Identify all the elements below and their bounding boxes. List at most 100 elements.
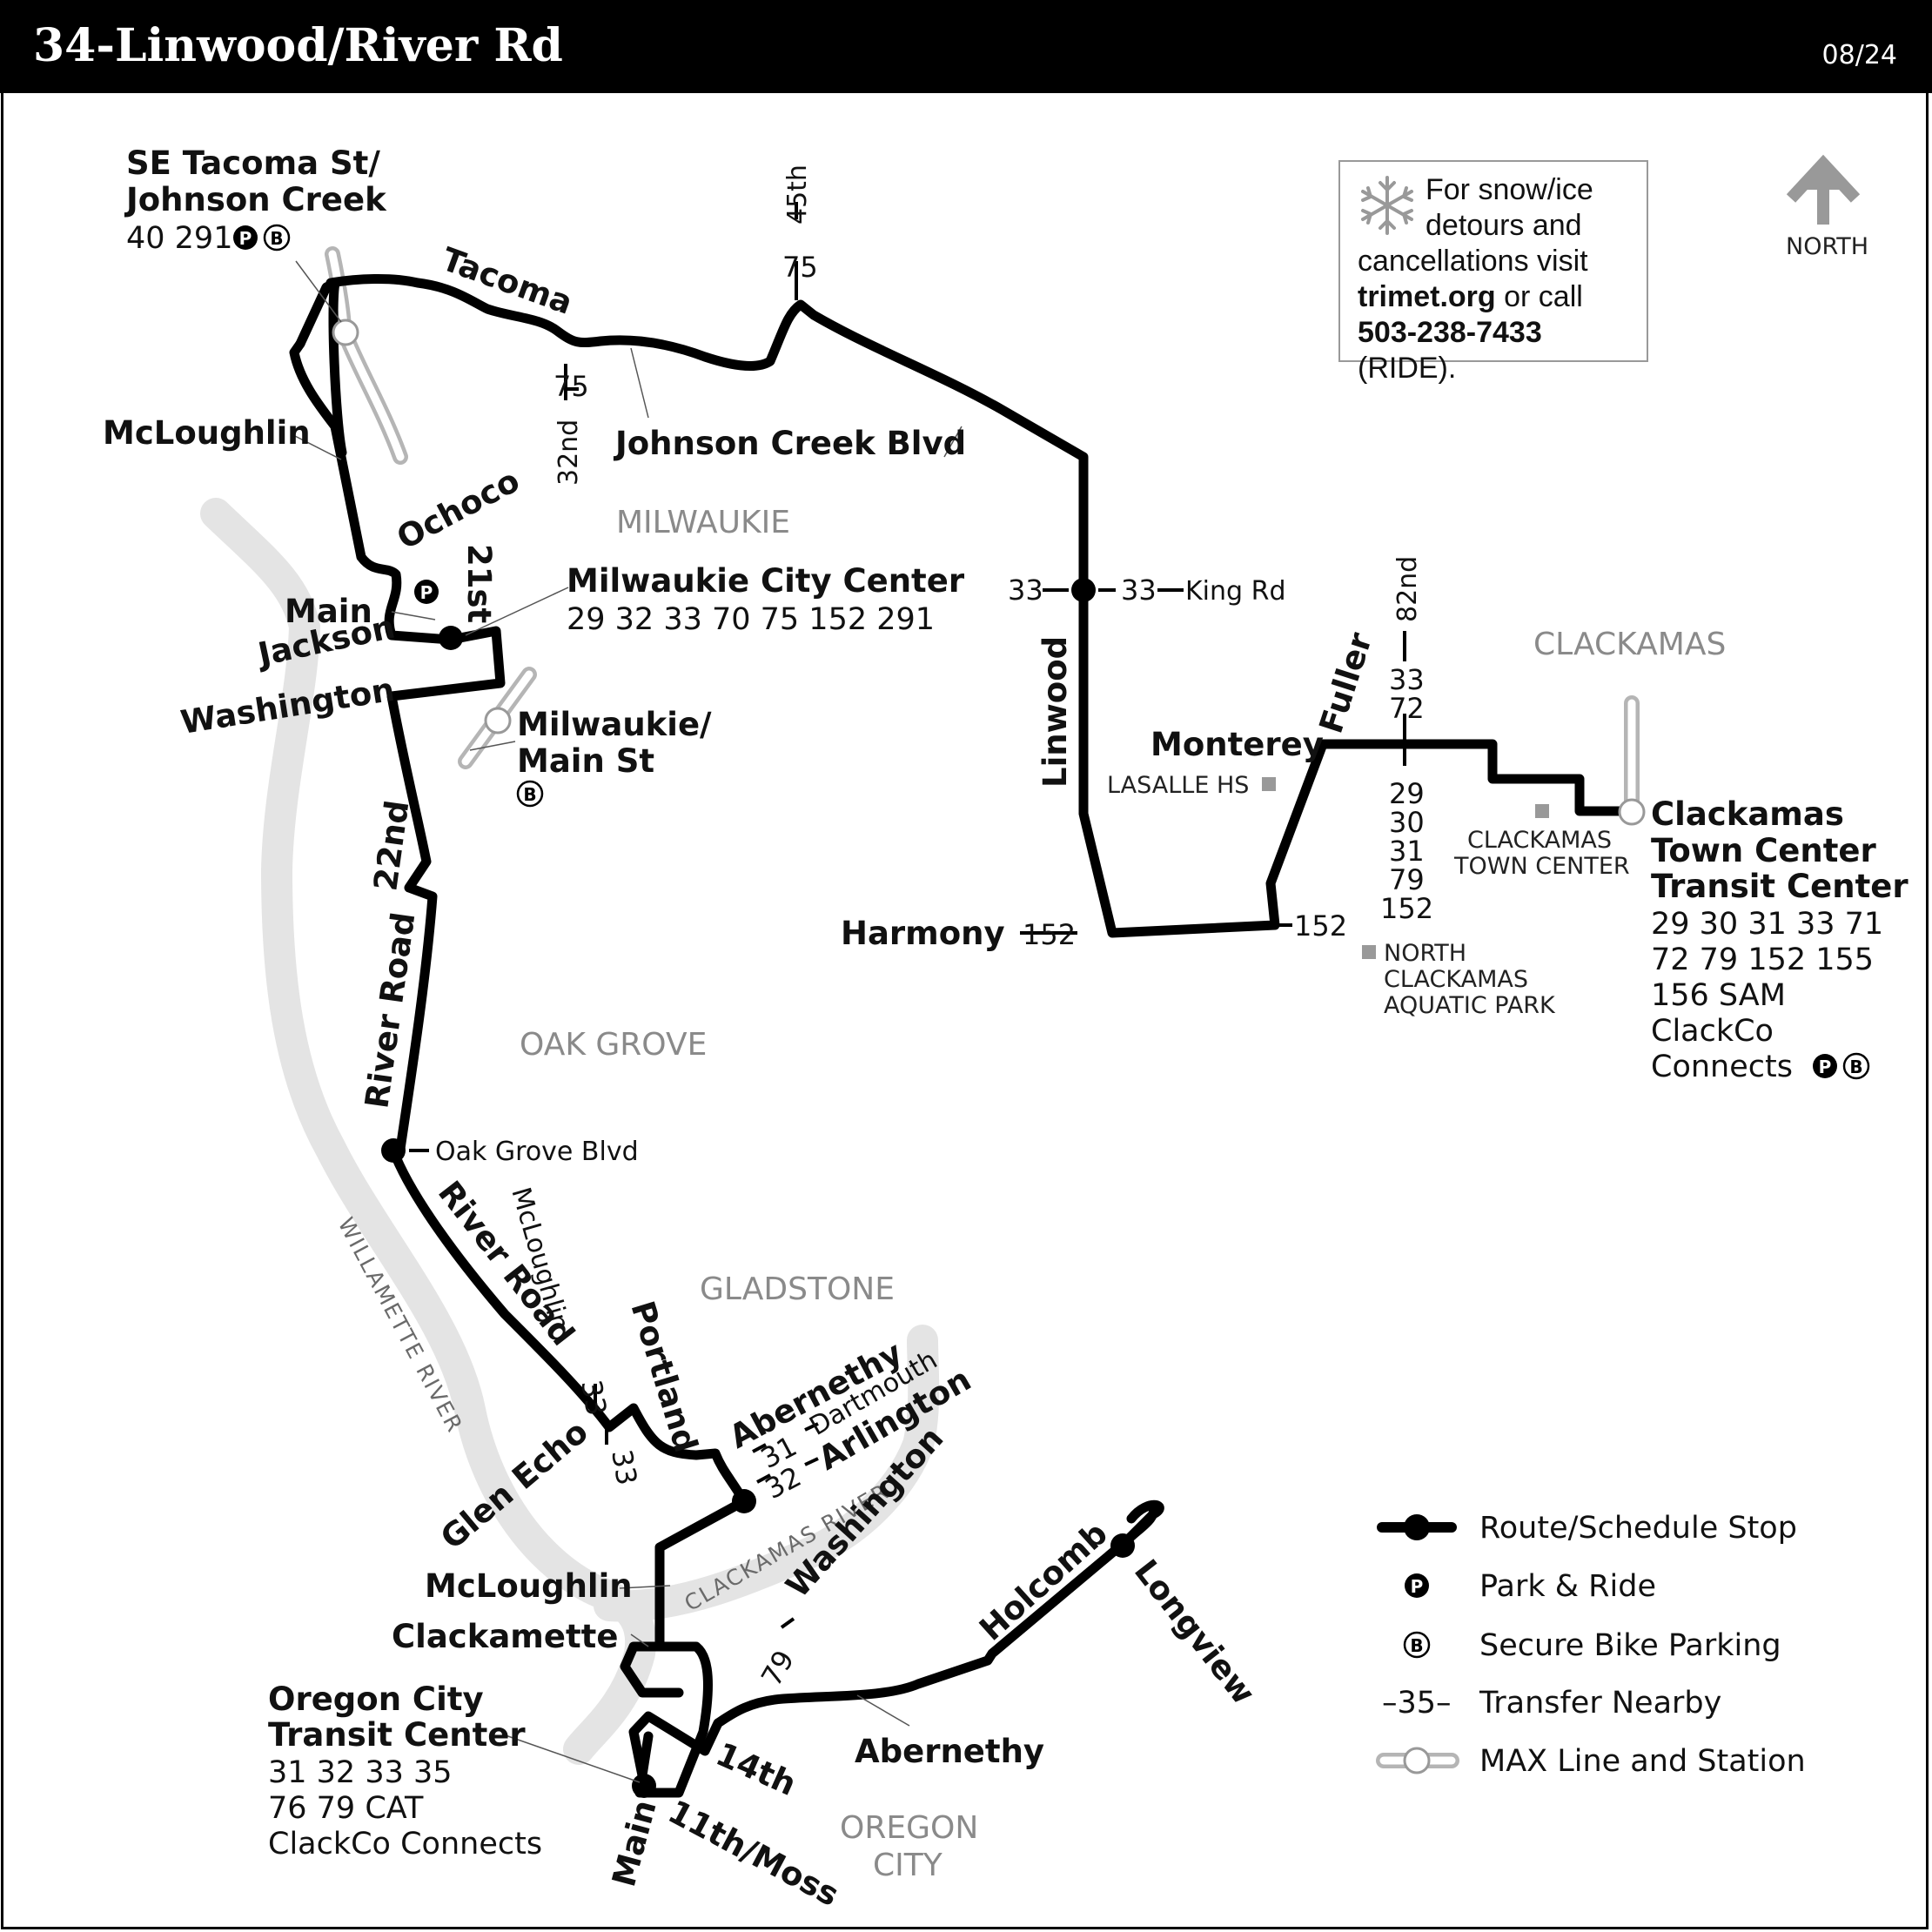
street-clackamette: Clackamette <box>392 1618 618 1655</box>
street-14th: 14th <box>710 1735 802 1803</box>
transfer-marks <box>409 202 1406 1629</box>
street-johnson-creek: Johnson Creek Blvd <box>613 425 966 462</box>
stop-milwaukie-cc-name: Milwaukie City Center <box>567 562 965 600</box>
legend-park-ride: Park & Ride <box>1479 1569 1656 1604</box>
transfer-31-82nd: 31 <box>1389 835 1425 868</box>
snow-or-call: or call <box>1495 280 1583 313</box>
legend-transfer: Transfer Nearby <box>1479 1686 1721 1721</box>
street-harmony: Harmony <box>841 915 1005 952</box>
poi-aquatic-3: AQUATIC PARK <box>1384 992 1556 1019</box>
transfer-152-fuller: 152 <box>1294 909 1347 943</box>
stop-milwaukie-main-name-2: Main St <box>517 742 654 780</box>
park-ride-icon <box>233 225 258 250</box>
transfer-29: 29 <box>1389 777 1425 810</box>
snow-ride: (RIDE). <box>1358 352 1457 385</box>
north-arrow-icon <box>1786 154 1861 225</box>
transfer-75-west: 75 <box>553 370 589 403</box>
street-monterey: Monterey <box>1150 726 1324 763</box>
snow-line-3: cancellations visit <box>1358 245 1588 278</box>
park-ride-icon <box>414 580 439 604</box>
bike-parking-icon <box>1403 1631 1431 1659</box>
stop-oak-grove <box>381 1138 406 1163</box>
stop-milwaukie-cc-routes: 29 32 33 70 75 152 291 <box>567 602 935 637</box>
stop-abernethy <box>732 1489 756 1513</box>
route-stops <box>381 578 1135 1798</box>
stop-octc-routes-1: 31 32 33 35 <box>268 1755 453 1790</box>
stop-ctc-name-2: Town Center <box>1651 832 1877 869</box>
stop-milwaukie-city-center <box>439 626 463 650</box>
stop-king-rd-label: King Rd <box>1185 576 1286 607</box>
poi-ctc-mall-1: CLACKAMAS <box>1467 827 1612 854</box>
stop-longview <box>1110 1533 1135 1558</box>
bike-parking-icon <box>263 224 291 252</box>
street-mcloughlin-south: McLoughlin <box>425 1567 633 1605</box>
clackamas-river <box>594 1325 940 1622</box>
bike-parking-icon <box>1842 1052 1870 1080</box>
route-title: 34-Linwood/River Rd <box>33 19 563 72</box>
snow-site-link[interactable]: trimet.org <box>1358 280 1496 313</box>
poi-ctc-mall-2: TOWN CENTER <box>1453 853 1630 880</box>
street-21st: 21st <box>460 544 498 623</box>
legend: Route/Schedule Stop Park & Ride Secure B… <box>1376 1511 1806 1779</box>
max-stations <box>332 319 1646 826</box>
max-station-ctc <box>1618 798 1646 826</box>
transfer-33-mcloughlin-b: 33 <box>605 1447 643 1488</box>
map-date: 08/24 <box>1821 40 1897 70</box>
street-32nd: 32nd <box>553 419 584 486</box>
stop-octc-routes-2: 76 79 CAT <box>268 1791 424 1826</box>
area-oregon-city-2: CITY <box>873 1848 943 1883</box>
area-clackamas: CLACKAMAS <box>1533 627 1726 662</box>
snowflake-icon <box>1361 176 1413 235</box>
transfer-79-82nd: 79 <box>1389 863 1425 896</box>
street-portland: Portland <box>623 1297 704 1457</box>
legend-route-stop-symbol <box>1377 1514 1457 1540</box>
stop-tacoma-name-2: Johnson Creek <box>124 181 387 218</box>
max-station-milwaukie-main <box>484 707 512 735</box>
area-oregon-city-1: OREGON <box>840 1810 978 1846</box>
street-linwood: Linwood <box>1036 636 1074 788</box>
bike-parking-icon <box>516 780 544 808</box>
street-longview: Longview <box>1127 1553 1263 1711</box>
transfer-30: 30 <box>1389 806 1425 839</box>
street-11th-moss: 11th/Moss <box>662 1793 845 1914</box>
stop-ctc-routes-5: Connects <box>1651 1050 1793 1084</box>
snow-phone[interactable]: 503-238-7433 <box>1358 316 1542 349</box>
transfer-33-mcloughlin-a: 33 <box>574 1378 613 1419</box>
stop-octc-name-1: Oregon City <box>268 1680 484 1718</box>
snow-line-2: detours and <box>1426 209 1582 242</box>
street-main-south: Main <box>605 1796 664 1891</box>
map-frame <box>1 93 1929 1929</box>
north-label: NORTH <box>1786 233 1868 260</box>
legend-transfer-symbol: –35– <box>1382 1686 1452 1721</box>
poi-lasalle: LASALLE HS <box>1107 772 1249 799</box>
stop-tacoma-routes: 40 291 <box>126 221 232 256</box>
route-34-line <box>289 273 1634 1798</box>
street-fuller: Fuller <box>1312 627 1380 738</box>
snow-notice-box: For snow/ice detours and cancellations v… <box>1338 160 1648 385</box>
poi-aquatic-1: NORTH <box>1384 940 1466 967</box>
transfer-72-82nd: 72 <box>1389 692 1425 725</box>
park-ride-icon <box>1813 1054 1837 1078</box>
transfer-33-west: 33 <box>1008 574 1043 607</box>
stop-ctc-routes-3: 156 SAM <box>1651 978 1786 1013</box>
leader-lines <box>292 260 963 1783</box>
legend-max-symbol <box>1376 1747 1459 1774</box>
poi-aquatic-2: CLACKAMAS <box>1384 966 1528 993</box>
stop-oak-grove-label: Oak Grove Blvd <box>435 1137 639 1167</box>
stop-ctc-name-1: Clackamas <box>1651 795 1844 833</box>
transfer-75-north: 75 <box>782 251 818 284</box>
street-45th: 45th <box>782 164 813 225</box>
street-22nd: 22nd <box>366 798 416 893</box>
legend-bike: Secure Bike Parking <box>1479 1628 1781 1663</box>
stop-king-rd <box>1071 578 1096 602</box>
street-mcloughlin-north: McLoughlin <box>103 414 311 452</box>
legend-max: MAX Line and Station <box>1479 1744 1806 1779</box>
park-ride-icon <box>1405 1573 1429 1598</box>
legend-route-stop: Route/Schedule Stop <box>1479 1511 1797 1546</box>
snow-line-1: For snow/ice <box>1426 173 1593 206</box>
area-gladstone: GLADSTONE <box>700 1271 895 1307</box>
street-main-north: Main <box>285 593 372 630</box>
stop-octc <box>632 1774 656 1798</box>
max-station-tacoma <box>332 319 359 346</box>
